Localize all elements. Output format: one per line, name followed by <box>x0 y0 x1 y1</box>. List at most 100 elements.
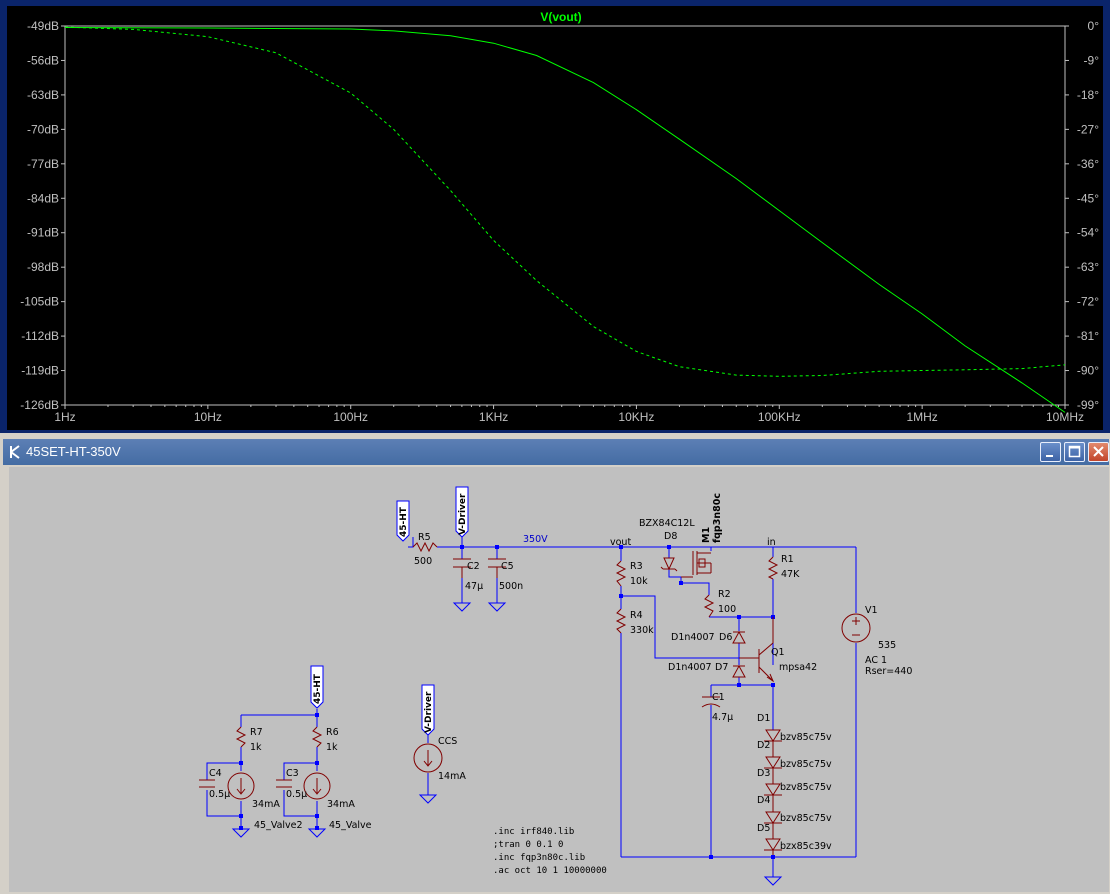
diode-d7 <box>732 664 746 678</box>
r1-value: 47K <box>781 569 800 580</box>
flag-45-ht-top: 45-HT <box>399 506 409 537</box>
v1-ac: AC 1 <box>865 655 887 666</box>
ltspice-schematic-icon <box>10 445 20 459</box>
net-label-45-valve: 45_Valve <box>329 820 372 831</box>
net-label-in: in <box>767 537 776 548</box>
c1-value: 4.7µ <box>712 712 733 723</box>
phase-trace[interactable] <box>64 26 1066 377</box>
c2-ref: C2 <box>467 561 480 572</box>
x-tick-label: 1MHz <box>906 410 937 424</box>
wires <box>206 537 857 877</box>
right-tick-label: -27° <box>1077 122 1099 136</box>
waveform-viewer-window[interactable]: V(vout) -49dB-56dB-63dB-70dB-77dB-84dB-9… <box>0 0 1110 433</box>
current-source-valve <box>303 772 331 800</box>
directive-line[interactable]: .ac oct 10 1 10000000 <box>493 866 607 876</box>
left-tick-label: -70dB <box>27 122 59 136</box>
r7-value: 1k <box>250 742 262 753</box>
c5-value: 500n <box>499 581 523 592</box>
resistor-r1 <box>767 556 779 580</box>
schematic-canvas[interactable]: 45-HT V-Driver 45-HT V-Driver 350V vout … <box>9 467 1109 892</box>
close-icon <box>1093 446 1104 457</box>
c3-value: 0.5µ <box>286 789 307 800</box>
right-tick-label: -18° <box>1077 88 1099 102</box>
r1-ref: R1 <box>781 554 794 565</box>
right-tick-label: -63° <box>1077 260 1099 274</box>
flag-v-driver-top: V-Driver <box>458 493 468 535</box>
c3-ref: C3 <box>286 768 299 779</box>
flag-v-driver-mid: V-Driver <box>424 691 434 733</box>
d6-ref: D6 <box>719 632 732 643</box>
trace-title[interactable]: V(vout) <box>540 10 581 24</box>
left-tick-label: -119dB <box>21 364 59 378</box>
left-tick-label: -126dB <box>20 398 59 412</box>
diode-d6 <box>732 630 746 644</box>
minimize-icon <box>1046 455 1053 457</box>
left-tick-label: -105dB <box>20 295 59 309</box>
q1-ref: Q1 <box>771 647 785 658</box>
right-tick-label: -81° <box>1077 329 1099 343</box>
left-tick-label: -112dB <box>21 329 59 343</box>
left-tick-label: -91dB <box>27 226 59 240</box>
left-tick-label: -77dB <box>27 157 59 171</box>
net-label-350v: 350V <box>523 534 548 545</box>
d4-ref: D4 <box>757 795 770 806</box>
r4-ref: R4 <box>630 610 643 621</box>
mosfet-m1 <box>681 551 712 578</box>
i-valve2-value: 34mA <box>252 799 280 810</box>
v1-ref: V1 <box>865 605 878 616</box>
minimize-button[interactable] <box>1040 442 1061 462</box>
x-tick-label: 100Hz <box>333 410 368 424</box>
voltage-source-v1 <box>841 613 871 643</box>
right-tick-label: -9° <box>1084 53 1100 67</box>
d6-value: D1n4007 <box>671 632 715 643</box>
schematic-title: 45SET-HT-350V <box>26 444 121 459</box>
d8-value: BZX84C12L <box>639 518 695 529</box>
maximize-button[interactable] <box>1064 442 1085 462</box>
bode-plot[interactable]: V(vout) -49dB-56dB-63dB-70dB-77dB-84dB-9… <box>7 6 1103 430</box>
junctions <box>239 545 775 859</box>
right-tick-label: -36° <box>1077 157 1099 171</box>
m1-ref: M1 <box>701 527 712 543</box>
x-tick-label: 1KHz <box>479 410 508 424</box>
current-source-valve2 <box>227 772 255 800</box>
c1-ref: C1 <box>712 692 725 703</box>
r3-ref: R3 <box>630 561 643 572</box>
schematic-drawing[interactable]: 45-HT V-Driver 45-HT V-Driver 350V vout … <box>9 467 1109 892</box>
waveform-plot-area[interactable]: V(vout) -49dB-56dB-63dB-70dB-77dB-84dB-9… <box>7 6 1103 430</box>
schematic-window[interactable]: 45SET-HT-350V <box>3 437 1110 894</box>
schematic-title-bar[interactable]: 45SET-HT-350V <box>3 439 1109 465</box>
directive-line[interactable]: .inc fqp3n80c.lib <box>493 853 585 863</box>
r2-ref: R2 <box>718 589 731 600</box>
c4-ref: C4 <box>209 768 222 779</box>
close-button[interactable] <box>1088 442 1109 462</box>
d3-ref: D3 <box>757 768 770 779</box>
d2-ref: D2 <box>757 740 770 751</box>
left-tick-label: -49dB <box>27 19 59 33</box>
r6-value: 1k <box>326 742 338 753</box>
magnitude-trace[interactable] <box>64 27 1066 413</box>
directive-line[interactable]: .inc irf840.lib <box>493 827 574 837</box>
ccs-value: 14mA <box>438 771 466 782</box>
x-tick-label: 10Hz <box>194 410 222 424</box>
resistor-r2 <box>703 594 715 618</box>
ground-symbols <box>231 602 783 886</box>
current-source-ccs <box>413 743 443 773</box>
d2-value: bzv85c75v <box>780 759 832 770</box>
resistor-r4 <box>615 608 627 634</box>
directive-line[interactable]: ;tran 0 0.1 0 <box>493 840 563 850</box>
plot-frame <box>64 25 1066 406</box>
i-valve-value: 34mA <box>327 799 355 810</box>
right-axis-ticks: 0°-9°-18°-27°-36°-45°-54°-63°-72°-81°-90… <box>1065 19 1099 412</box>
right-tick-label: 0° <box>1088 19 1100 33</box>
x-tick-label: 10KHz <box>618 410 654 424</box>
right-tick-label: -54° <box>1077 226 1099 240</box>
traces <box>64 26 1066 413</box>
v1-value: 535 <box>878 640 896 651</box>
resistor-r6 <box>311 726 323 748</box>
zener-d8 <box>663 557 675 571</box>
spice-directives: .inc irf840.lib ;tran 0 0.1 0 .inc fqp3n… <box>493 827 607 876</box>
left-tick-label: -84dB <box>27 191 59 205</box>
x-tick-label: 10MHz <box>1046 410 1084 424</box>
net-flags: 45-HT V-Driver 45-HT V-Driver <box>310 486 469 736</box>
